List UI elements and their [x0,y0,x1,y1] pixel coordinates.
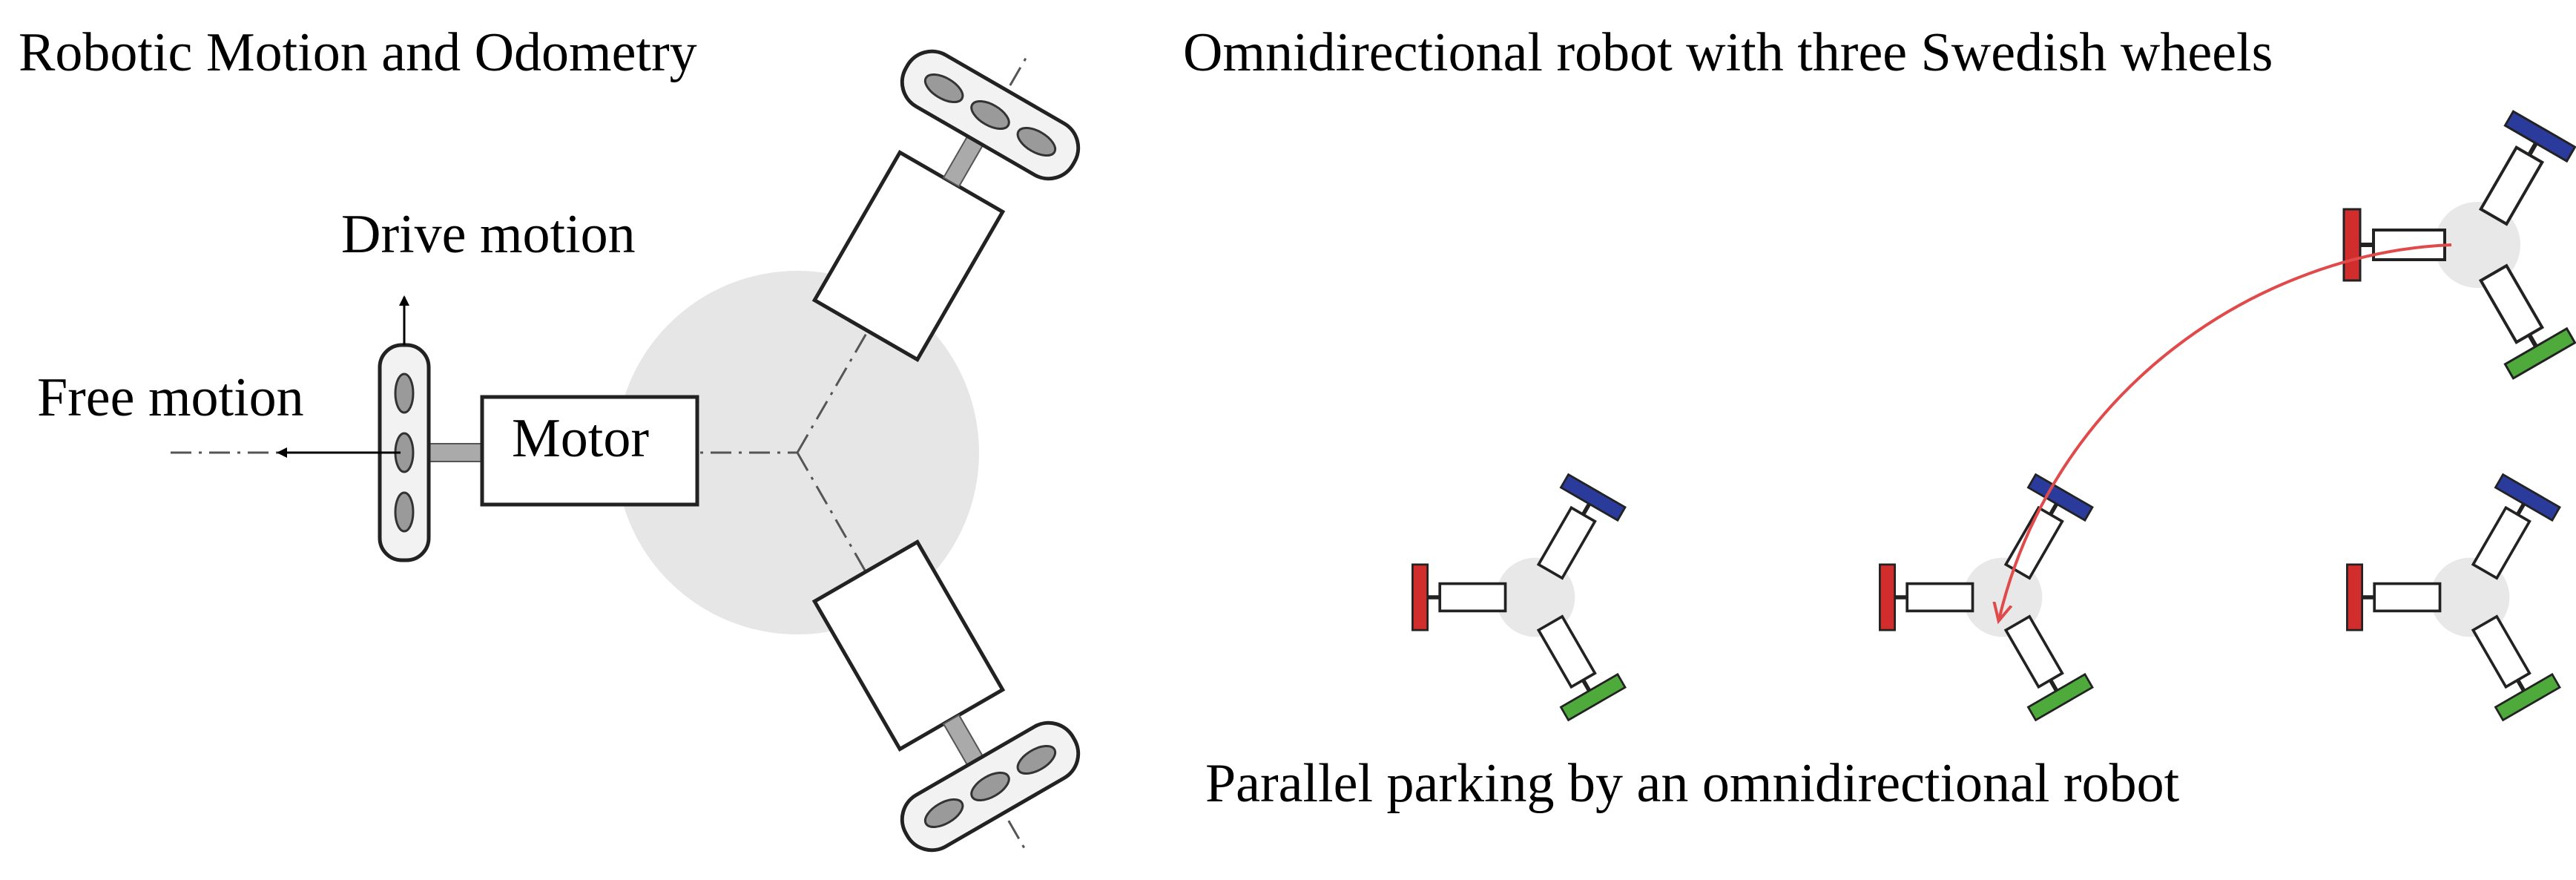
left-title: Robotic Motion and Odometry [19,22,697,83]
upper-omni-wheel [900,49,1081,181]
robot-bottom-right [2347,475,2560,720]
robot-bottom-left [1412,475,1625,720]
motor-label: Motor [512,408,649,469]
lower-omni-wheel [900,720,1081,853]
bottom-caption: Parallel parking by an omnidirectional r… [1205,753,2180,814]
robot-bottom-middle [1880,475,2092,720]
parking-trajectory-arrow [1999,243,2452,620]
omni-robot-schematic: Robotic Motion and Odometry Drive motion… [19,22,1081,854]
parallel-parking-diagram: Omnidirectional robot with three Swedish… [1183,22,2575,814]
right-title: Omnidirectional robot with three Swedish… [1183,22,2273,83]
drive-motion-label: Drive motion [341,204,636,265]
motor-box [480,395,699,507]
free-motion-label: Free motion [37,367,304,428]
robot-top-right [2344,111,2575,378]
